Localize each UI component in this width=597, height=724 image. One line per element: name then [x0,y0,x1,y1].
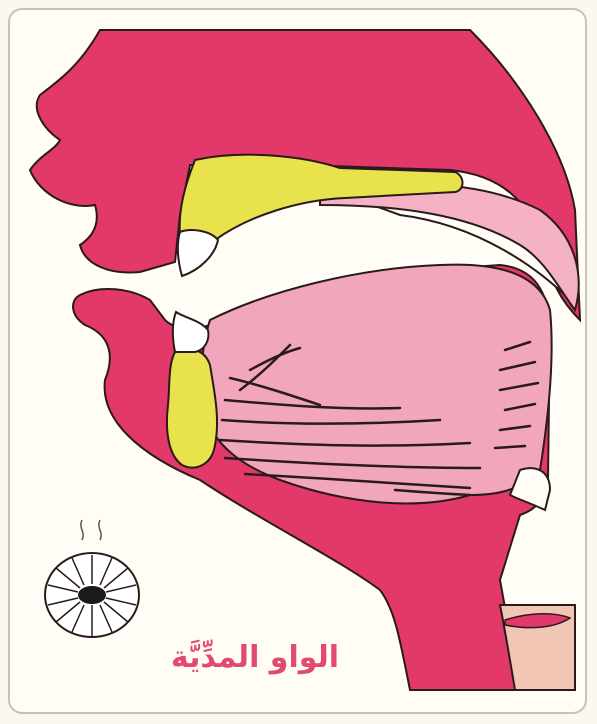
diagram-caption: الواو المدِّيَّة [150,640,360,675]
lips-rounded-icon [45,553,139,637]
lower-jaw-bone [167,349,217,468]
airflow-icon [81,520,101,540]
lower-tooth [173,312,209,352]
upper-tooth [178,230,218,276]
